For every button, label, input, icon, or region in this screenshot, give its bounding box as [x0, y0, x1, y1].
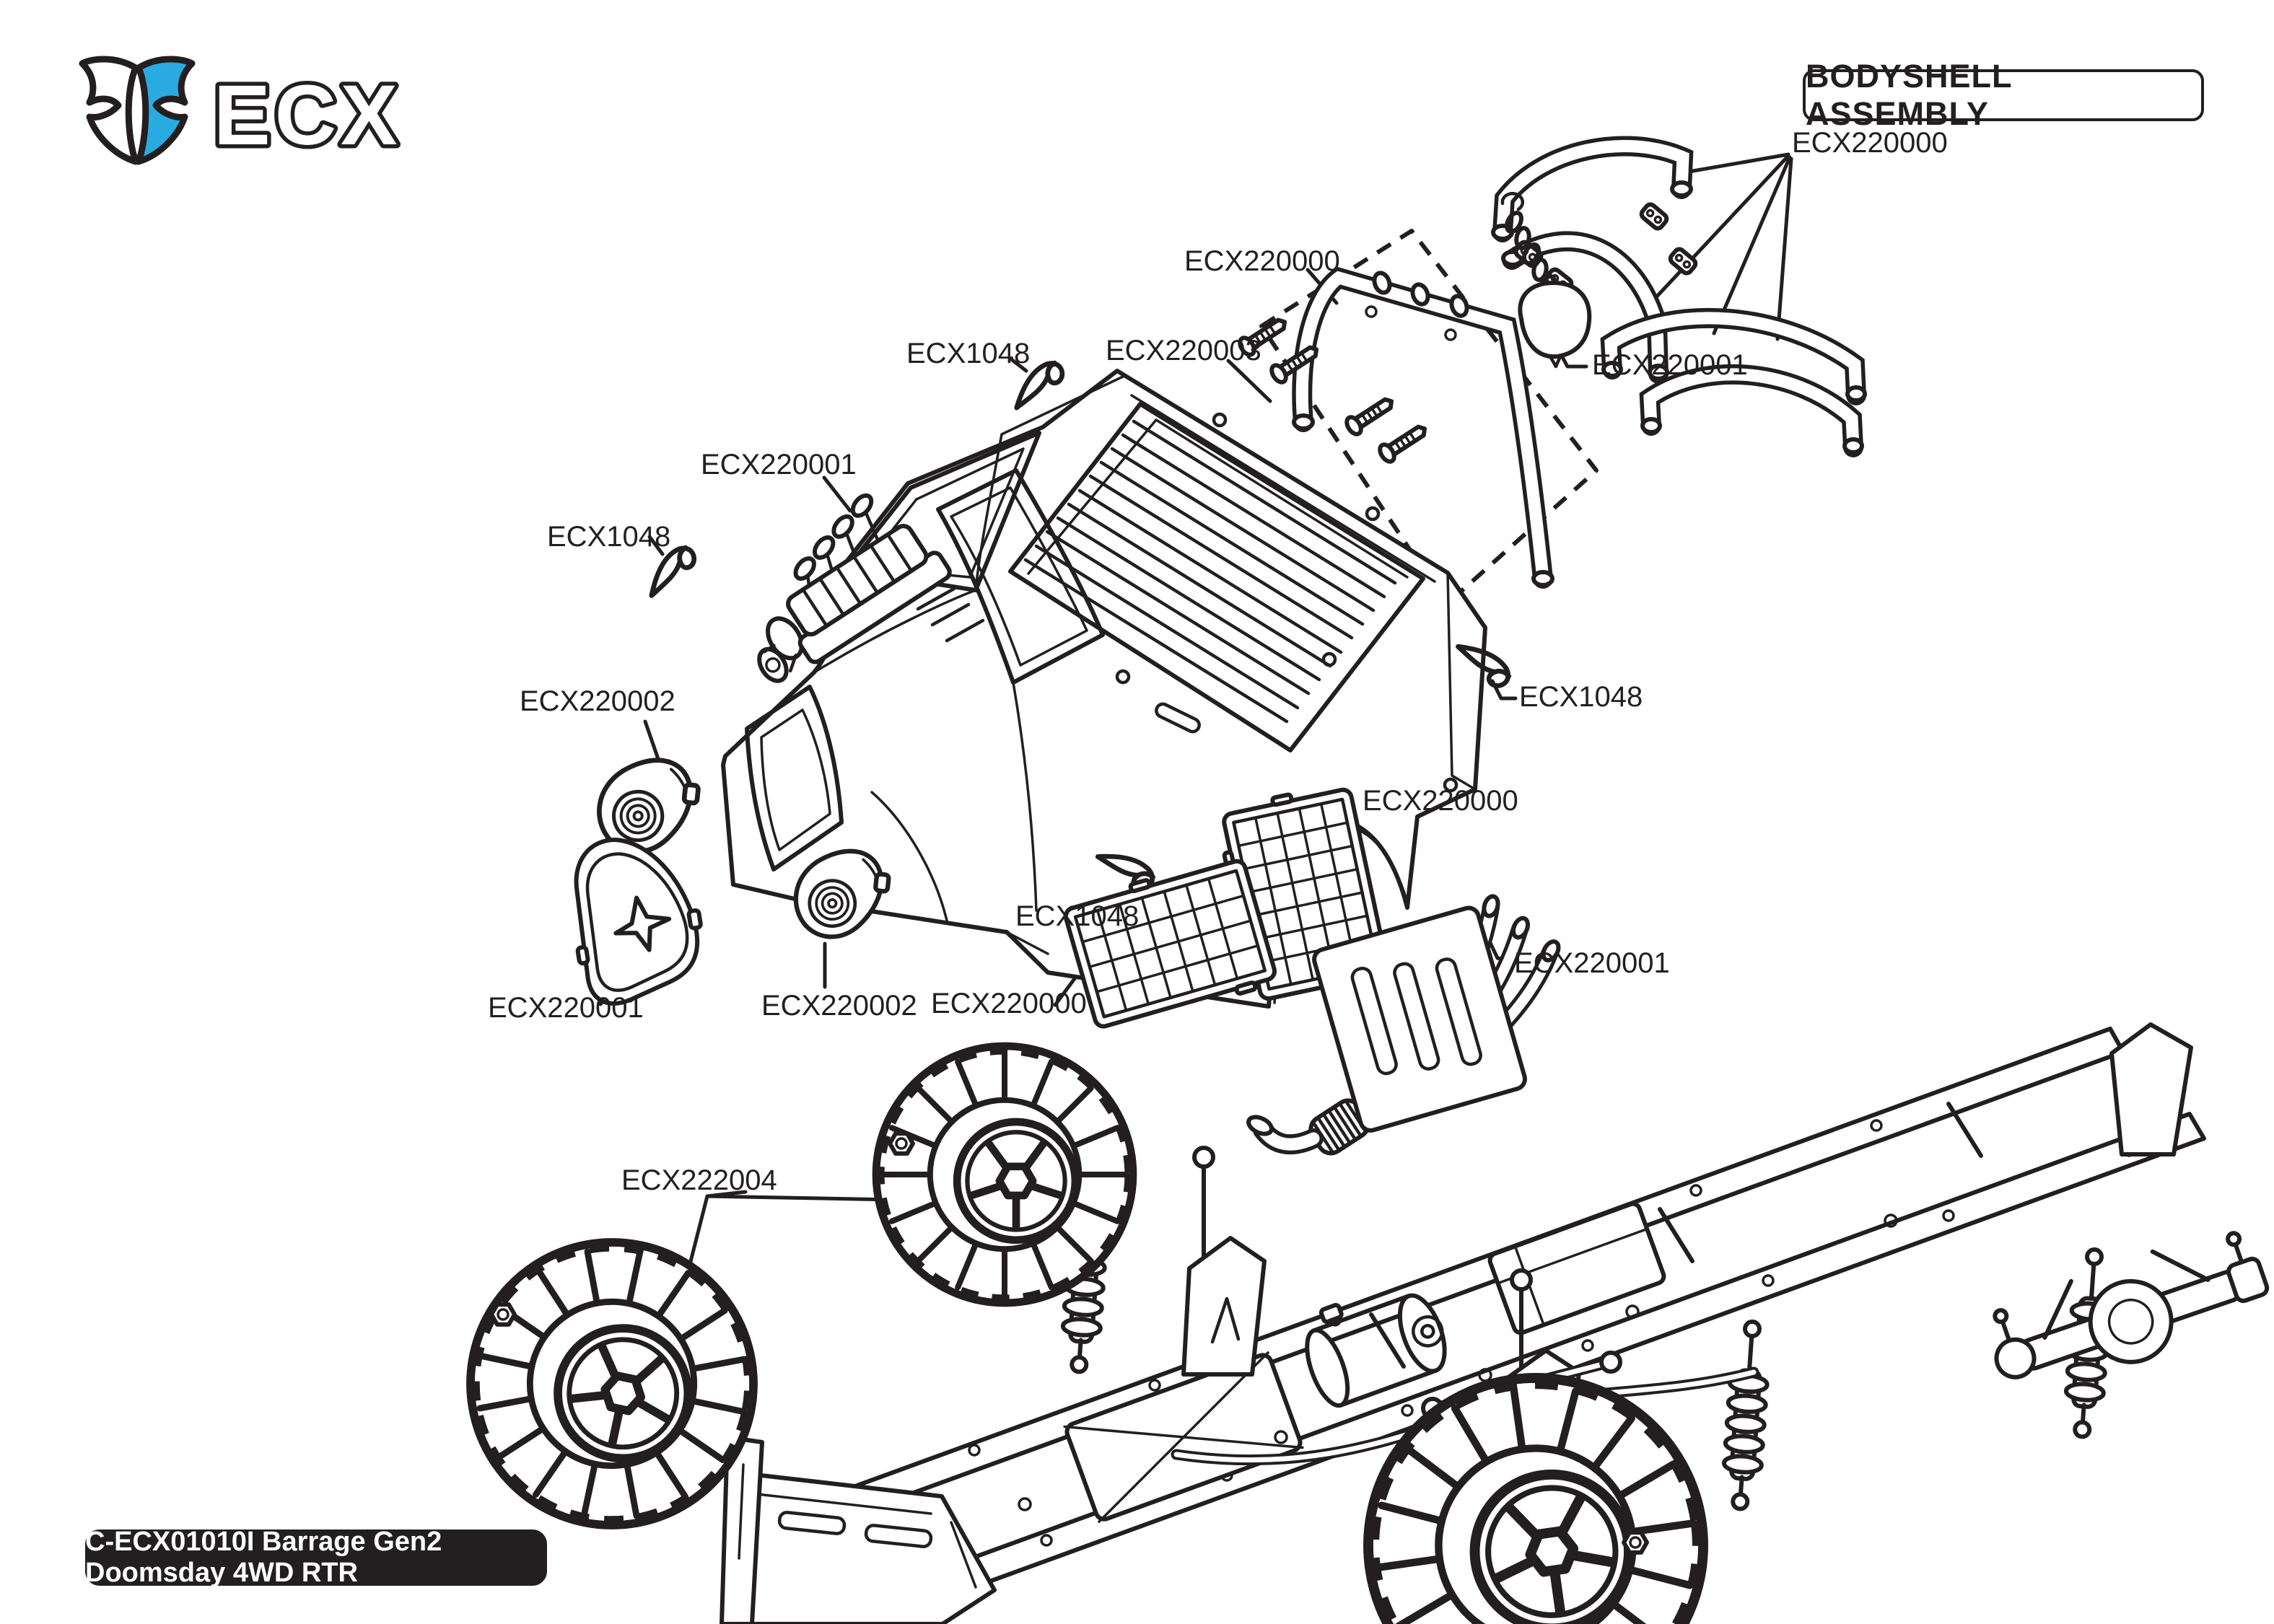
mesh-panel-front	[1063, 859, 1277, 1029]
tire-upper	[876, 1046, 1133, 1303]
part-label-skull-chain: ECX220001	[1592, 349, 1748, 381]
part-label-lightbar: ECX220000	[1184, 245, 1340, 277]
ecx-logo: ECX	[79, 56, 402, 167]
part-label-rollcage: ECX220000	[1792, 127, 1948, 159]
part-label-body: ECX220003	[1106, 335, 1261, 367]
part-label-snorkel: ECX220001	[1514, 947, 1670, 979]
chassis-drawing	[720, 905, 2270, 1624]
part-label-front-grille: ECX220000	[931, 988, 1087, 1019]
ecx-wordmark: ECX	[214, 68, 402, 163]
part-label-mesh-side: ECX220000	[1363, 785, 1518, 817]
light-bar-kit	[1237, 229, 1599, 607]
part-label-wheels: ECX222004	[621, 1164, 777, 1196]
tire-right	[1347, 1356, 1725, 1624]
skull-grille-insert	[574, 838, 703, 1006]
skull-chain-part	[1500, 192, 1697, 369]
part-label-headlight-top: ECX220002	[520, 685, 675, 717]
part-label-clip-bottom: ECX1048	[1015, 900, 1140, 932]
part-label-clip-top: ECX1048	[906, 338, 1031, 369]
engine-part	[757, 493, 952, 683]
diagram-title-text: BODYSHELL ASSEMBLY	[1806, 58, 2012, 132]
part-label-engine: ECX220001	[701, 449, 857, 480]
part-label-clip-right: ECX1048	[1519, 681, 1643, 713]
lug-nut-left	[491, 1304, 515, 1325]
diagram-title: BODYSHELL ASSEMBLY	[1803, 58, 2204, 132]
ecx-emblem	[79, 56, 196, 165]
part-label-headlight-bottom: ECX220002	[761, 990, 917, 1022]
part-label-clip-left: ECX1048	[547, 521, 671, 553]
model-badge: C-ECX01010I Barrage Gen2 Doomsday 4WD RT…	[85, 1527, 547, 1588]
lug-nut-right	[1624, 1532, 1647, 1553]
part-label-grille-insert: ECX220001	[488, 992, 644, 1024]
lug-nut-upper	[890, 1133, 913, 1154]
model-badge-text: C-ECX01010I Barrage Gen2 Doomsday 4WD RT…	[85, 1527, 442, 1588]
